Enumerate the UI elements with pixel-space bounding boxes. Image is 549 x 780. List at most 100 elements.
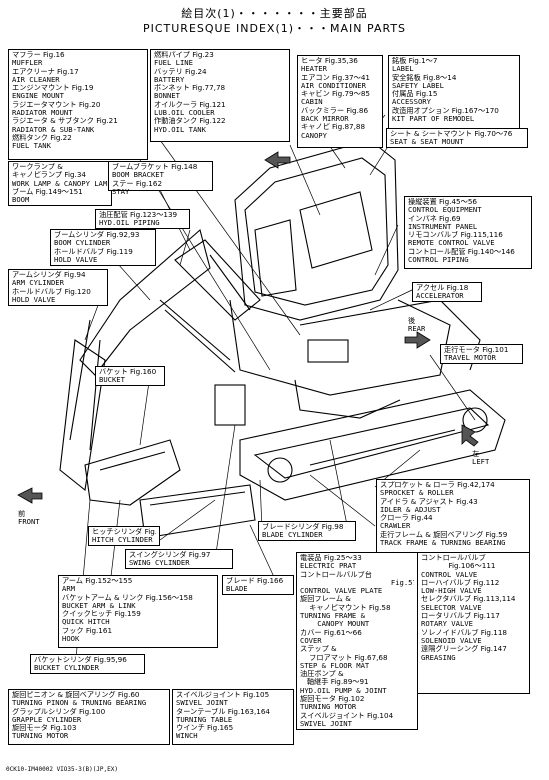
- callout-line: FUEL LINE: [154, 59, 193, 68]
- callout-line: ターンテーブル Fig.163,164: [176, 707, 270, 716]
- callout-line: CRAWLER: [380, 522, 411, 531]
- callout-line: コントロール配管 Fig.140～146: [408, 247, 515, 256]
- callout-line: ラジエータ & サブタンク Fig.21: [12, 117, 118, 126]
- callout-line: ブレード Fig.166: [226, 577, 284, 585]
- callout-line: キャビン Fig.79～85: [301, 90, 370, 99]
- callout-line: シート & シートマウント Fig.70～76: [390, 130, 513, 138]
- callout-line: ARM: [62, 585, 75, 594]
- callout-line: キャノピランプ Fig.34: [12, 171, 86, 180]
- bucket-shape: [84, 439, 181, 506]
- callout-line: IDLER & ADJUST: [380, 505, 441, 514]
- callout-line: BUCKET: [99, 376, 125, 385]
- callout-line: クローラ Fig.44: [380, 514, 433, 523]
- callout-line: WINCH: [176, 732, 198, 741]
- cabin-door: [254, 219, 297, 297]
- callout-line: HOLD VALVE: [12, 295, 56, 304]
- callout-line: ウインチ Fig.165: [176, 724, 234, 733]
- arrow-left-icon: [461, 424, 479, 447]
- callout-line: ホールドバルブ Fig.119: [54, 247, 133, 256]
- callout-line: グラップルシリンダ Fig.100: [12, 707, 106, 716]
- callout-line: 旋回モータ Fig.102: [300, 695, 365, 704]
- callout-line: ENGINE MOUNT: [12, 92, 64, 101]
- callout-line: ステー Fig.162: [112, 179, 163, 188]
- crawler-track: [239, 389, 506, 501]
- callout-line: FUEL TANK: [12, 142, 51, 151]
- callout-line: AIR CONDITIONER: [301, 81, 366, 90]
- callout-line: ロータリバルブ Fig.117: [421, 612, 500, 621]
- callout-line: ソレノイドバルブ Fig.118: [421, 628, 507, 637]
- callout-line: ワークランプ &: [12, 163, 63, 171]
- callout-line: 電装品 Fig.25～33: [300, 554, 362, 562]
- callout-line: SEAT & SEAT MOUNT: [390, 138, 464, 147]
- label-hitch-cylinder: ヒッチシリンダ Fig.99HITCH CYLINDER: [88, 526, 160, 546]
- callout-line: SELECTOR VALVE: [421, 603, 482, 612]
- callout-line: インパネ Fig.69: [408, 214, 461, 223]
- callout-line: エアクリーナ Fig.17: [12, 67, 79, 76]
- callout-line: ACCESSORY: [392, 98, 431, 107]
- callout-line: クイックヒッチ Fig.159: [62, 610, 141, 619]
- callout-line: TURNING MOTOR: [12, 732, 69, 741]
- callout-line: TRACK FRAME & TURNING BEARING: [380, 539, 506, 548]
- cabin-outline: [234, 139, 399, 321]
- callout-line: LOW-HIGH VALVE: [421, 587, 482, 596]
- callout-line: HITCH CYLINDER: [92, 536, 153, 545]
- callout-line: ブーム Fig.149～151: [12, 187, 83, 196]
- callout-line: ヒータ Fig.35,36: [301, 57, 358, 65]
- callout-line: TRAVEL MOTOR: [444, 354, 496, 363]
- callout-line: ホールドバルブ Fig.120: [12, 287, 91, 296]
- callout-line: TURNING TABLE: [176, 715, 233, 724]
- callout-line: BLADE CYLINDER: [262, 531, 323, 540]
- callout-line: CANOPY MOUNT: [300, 620, 370, 629]
- arrow-right-icon: [264, 151, 291, 169]
- callout-line: CABIN: [301, 98, 323, 107]
- arrow-rear-icon: [404, 331, 431, 349]
- idler-wheel: [267, 457, 293, 483]
- callout-line: Fig.106～111: [421, 562, 496, 571]
- callout-line: COVER: [300, 636, 322, 645]
- callout-line: STEP & FLOOR MAT: [300, 661, 370, 670]
- callout-line: TURNING PINON & TRUNING BEARING: [12, 699, 147, 708]
- callout-line: TURNING FRAME &: [300, 612, 365, 621]
- callout-line: アイドラ & アジャスト Fig.43: [380, 497, 478, 506]
- callout-line: STAY: [112, 187, 130, 196]
- callout-line: HOOK: [62, 635, 80, 644]
- callout-line: 旋回ピニオン & 旋回ベアリング Fig.60: [12, 691, 140, 699]
- callout-line: スイベルジョイント Fig.104: [300, 711, 394, 720]
- callout-line: コントロールバルブ: [421, 554, 486, 562]
- callout-line: 油圧配管 Fig.123～139: [99, 211, 178, 219]
- callout-line: BONNET: [154, 92, 180, 101]
- callout-line: RADIATOR MOUNT: [12, 109, 73, 118]
- callout-line: 走行モータ Fig.101: [444, 346, 509, 354]
- callout-line: 銘板 Fig.1～7: [392, 57, 438, 65]
- callout-line: ブームブラケット Fig.148: [112, 163, 198, 171]
- callout-line: 燃料タンク Fig.22: [12, 133, 72, 142]
- callout-line: WORK LAMP & CANOPY LAMP: [12, 179, 108, 188]
- footer-code: 0CK10-IM40002 VIO35-3(B)(JP,EX): [6, 766, 118, 773]
- callout-line: 安全銘板 Fig.8～14: [392, 73, 457, 82]
- arm-shape: [59, 339, 106, 492]
- callout-line: ARM CYLINDER: [12, 279, 64, 288]
- callout-line: オイルクーラ Fig.121: [154, 100, 226, 109]
- callout-line: 燃料パイプ Fig.23: [154, 51, 214, 59]
- callout-line: BOOM CYLINDER: [54, 239, 111, 248]
- arm-cylinder-line: [69, 319, 91, 441]
